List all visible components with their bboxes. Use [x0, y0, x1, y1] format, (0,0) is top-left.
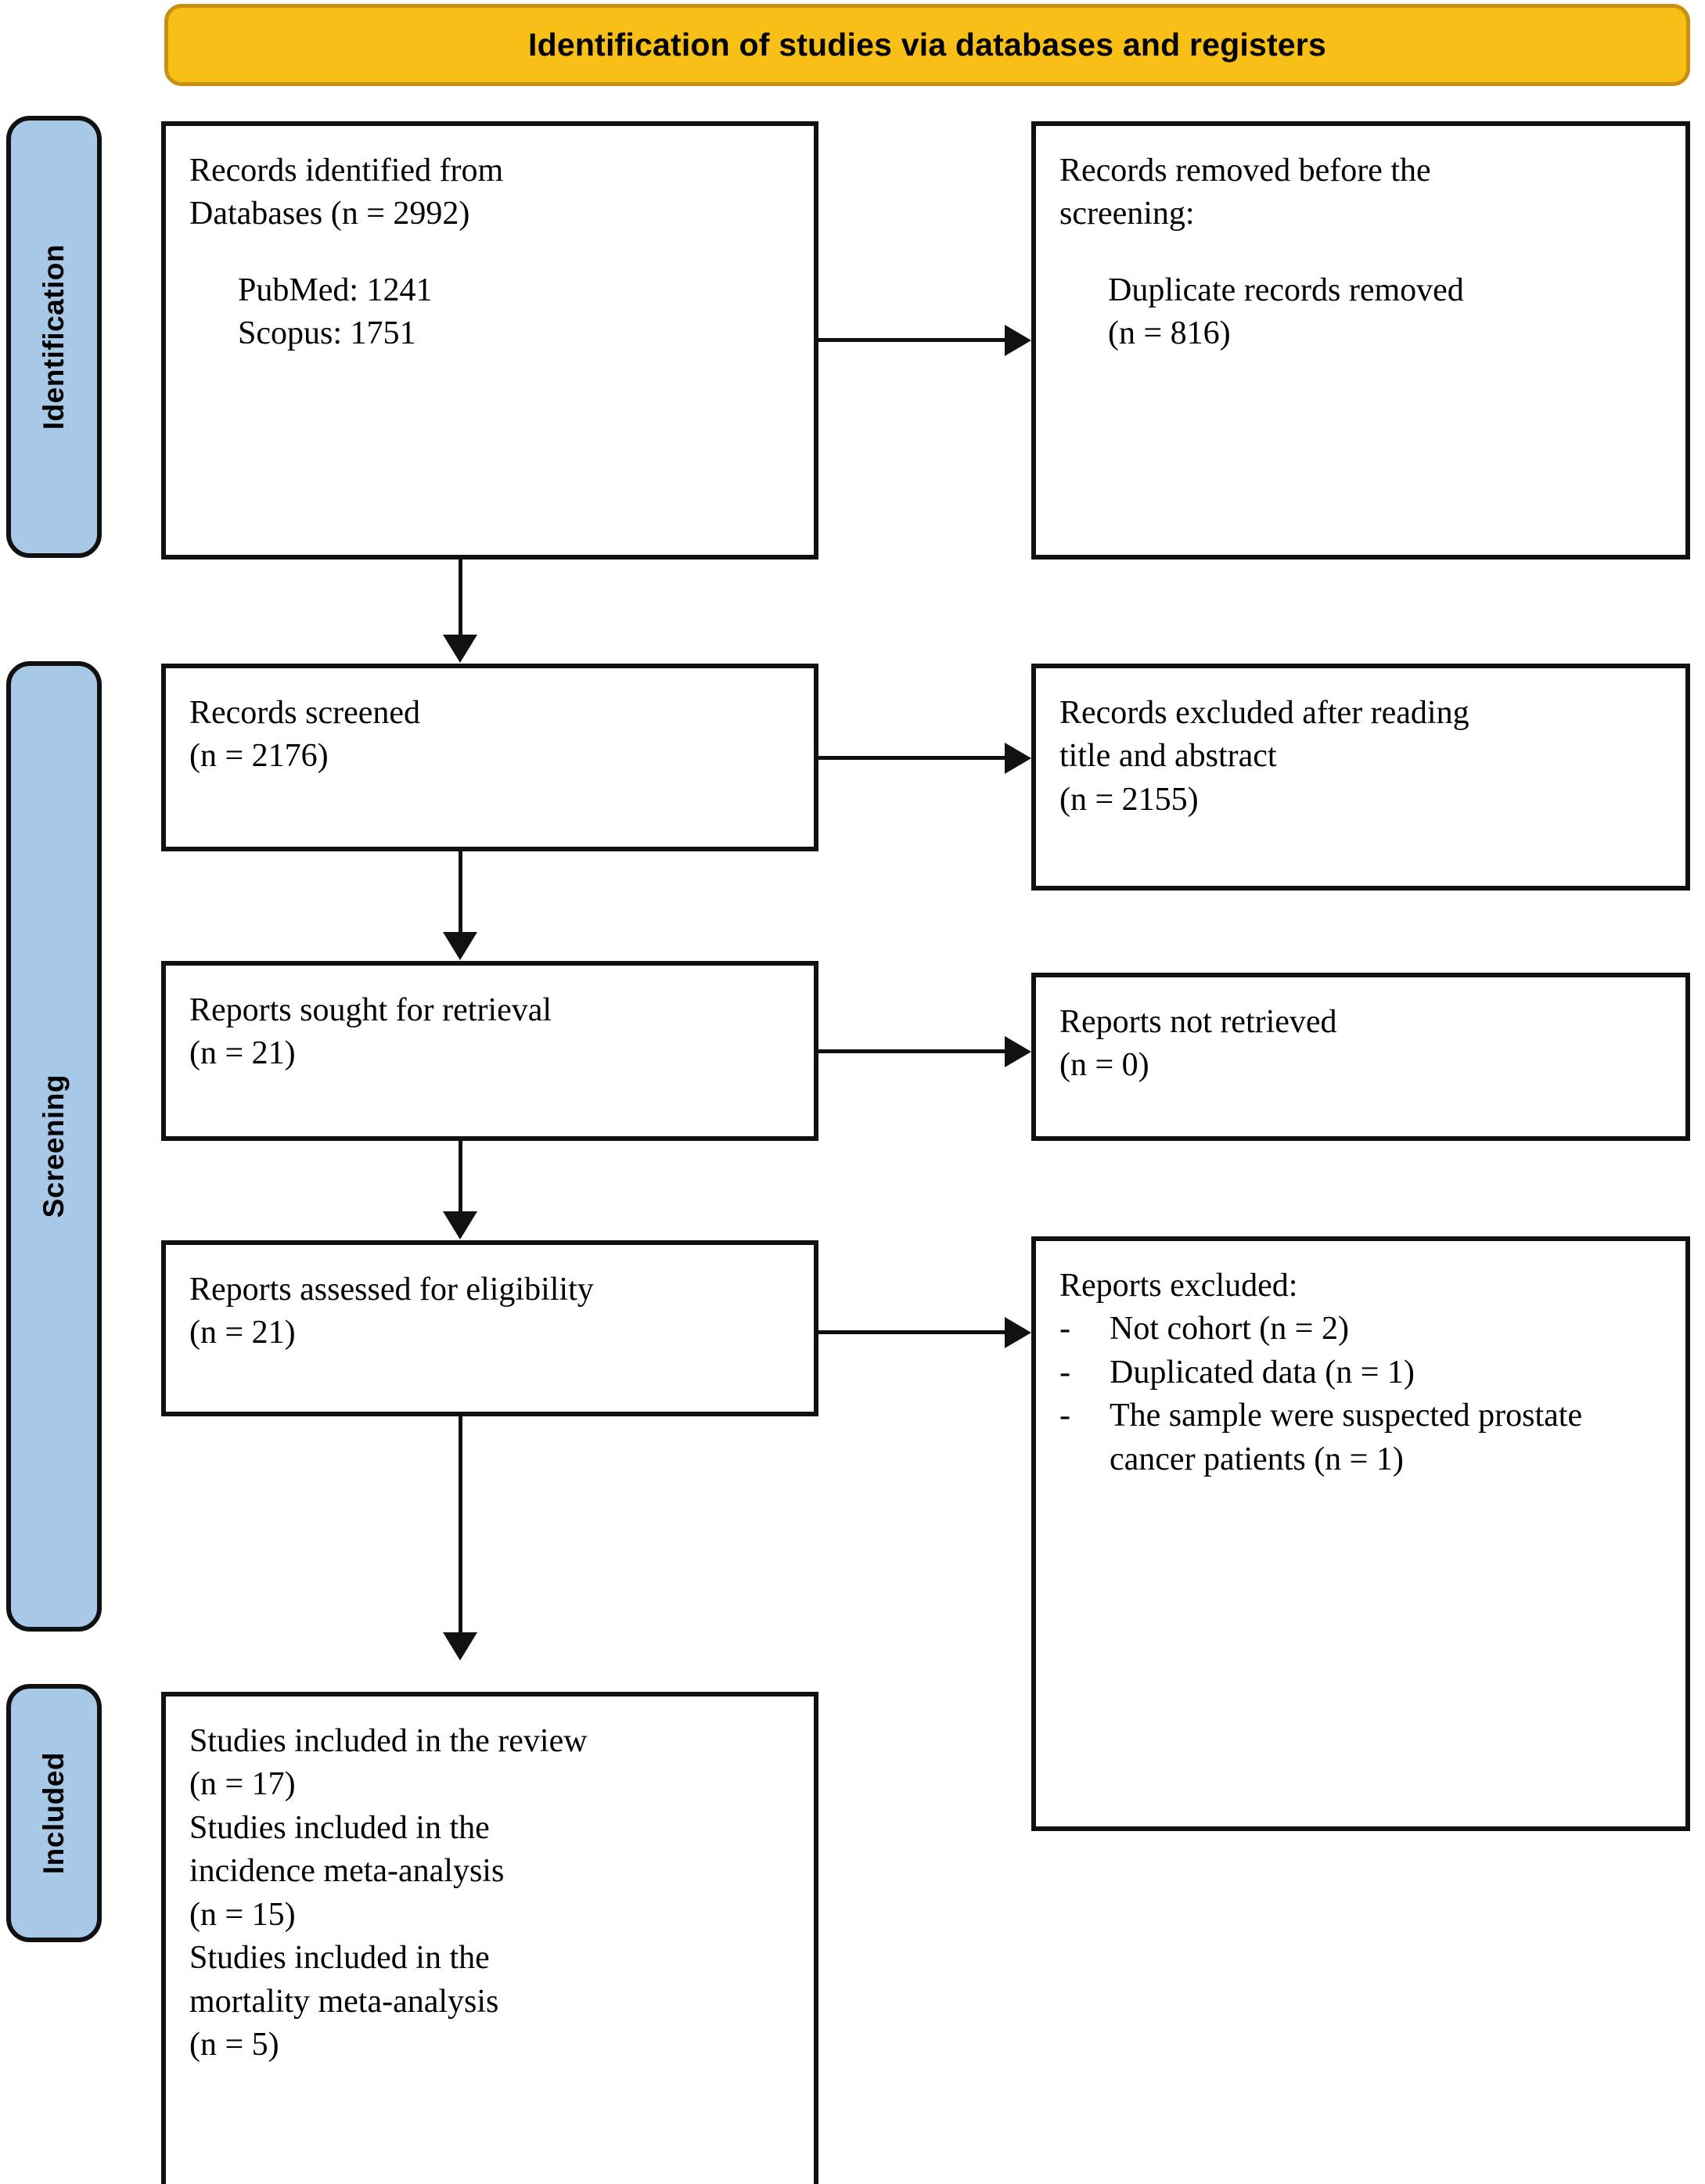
connector-sought-to-eligible — [459, 1141, 462, 1213]
records-removed-primary: Records removed before the screening: — [1059, 153, 1431, 232]
arrowhead-screened-to-excluded — [1005, 743, 1031, 774]
studies-included-text: Studies included in the review (n = 17) … — [189, 1723, 588, 2063]
reports-excluded-item: - The sample were suspected prostate can… — [1059, 1394, 1665, 1481]
records-removed-duplicates: Duplicate records removed (n = 816) — [1108, 272, 1464, 352]
node-reports-excluded: Reports excluded: - Not cohort (n = 2) -… — [1031, 1236, 1690, 1831]
reports-excluded-item-text: The sample were suspected prostate cance… — [1110, 1398, 1583, 1477]
reports-not-retrieved-text: Reports not retrieved (n = 0) — [1059, 1004, 1337, 1084]
reports-excluded-item-text: Not cohort (n = 2) — [1110, 1311, 1349, 1347]
arrowhead-eligible-to-excluded — [1005, 1317, 1031, 1348]
arrowhead-identified-to-removed — [1005, 325, 1031, 356]
connector-screened-to-sought — [459, 851, 462, 934]
connector-sought-to-notretrieved — [818, 1049, 1005, 1053]
diagram-header-banner: Identification of studies via databases … — [164, 4, 1690, 86]
arrowhead-eligible-to-included — [443, 1632, 477, 1660]
bullet-dash-icon: - — [1059, 1354, 1070, 1391]
arrowhead-sought-to-notretrieved — [1005, 1036, 1031, 1067]
records-excluded-title-abstract-text: Records excluded after reading title and… — [1059, 695, 1469, 818]
node-records-screened: Records screened (n = 2176) — [161, 664, 818, 851]
connector-eligible-to-included — [459, 1416, 462, 1634]
stage-label-included-text: Included — [38, 1751, 70, 1875]
records-identified-sources: PubMed: 1241 Scopus: 1751 — [238, 272, 433, 352]
connector-screened-to-excluded — [818, 756, 1005, 760]
connector-identified-to-screened — [459, 559, 462, 636]
stage-label-included: Included — [6, 1684, 102, 1942]
diagram-title: Identification of studies via databases … — [528, 27, 1326, 63]
node-reports-sought: Reports sought for retrieval (n = 21) — [161, 961, 818, 1141]
connector-identified-to-removed — [818, 338, 1005, 342]
records-identified-primary: Records identified from Databases (n = 2… — [189, 153, 504, 232]
arrowhead-screened-to-sought — [443, 932, 477, 960]
node-records-excluded-title-abstract: Records excluded after reading title and… — [1031, 664, 1690, 891]
reports-excluded-heading: Reports excluded: — [1059, 1268, 1298, 1304]
reports-sought-text: Reports sought for retrieval (n = 21) — [189, 992, 552, 1072]
reports-excluded-item: - Not cohort (n = 2) — [1059, 1308, 1665, 1351]
node-records-removed: Records removed before the screening: Du… — [1031, 121, 1690, 559]
stage-label-screening-text: Screening — [38, 1074, 70, 1218]
bullet-dash-icon: - — [1059, 1398, 1070, 1434]
stage-label-screening: Screening — [6, 661, 102, 1632]
arrowhead-sought-to-eligible — [443, 1211, 477, 1240]
reports-assessed-text: Reports assessed for eligibility (n = 21… — [189, 1272, 594, 1351]
stage-label-identification: Identification — [6, 116, 102, 558]
reports-excluded-item: - Duplicated data (n = 1) — [1059, 1351, 1665, 1394]
node-studies-included: Studies included in the review (n = 17) … — [161, 1692, 818, 2184]
records-screened-text: Records screened (n = 2176) — [189, 695, 421, 775]
stage-label-identification-text: Identification — [38, 243, 70, 430]
connector-eligible-to-excluded — [818, 1330, 1005, 1334]
node-reports-not-retrieved: Reports not retrieved (n = 0) — [1031, 973, 1690, 1141]
arrowhead-identified-to-screened — [443, 635, 477, 663]
bullet-dash-icon: - — [1059, 1311, 1070, 1347]
reports-excluded-item-text: Duplicated data (n = 1) — [1110, 1354, 1415, 1391]
node-reports-assessed: Reports assessed for eligibility (n = 21… — [161, 1240, 818, 1416]
node-records-identified: Records identified from Databases (n = 2… — [161, 121, 818, 559]
